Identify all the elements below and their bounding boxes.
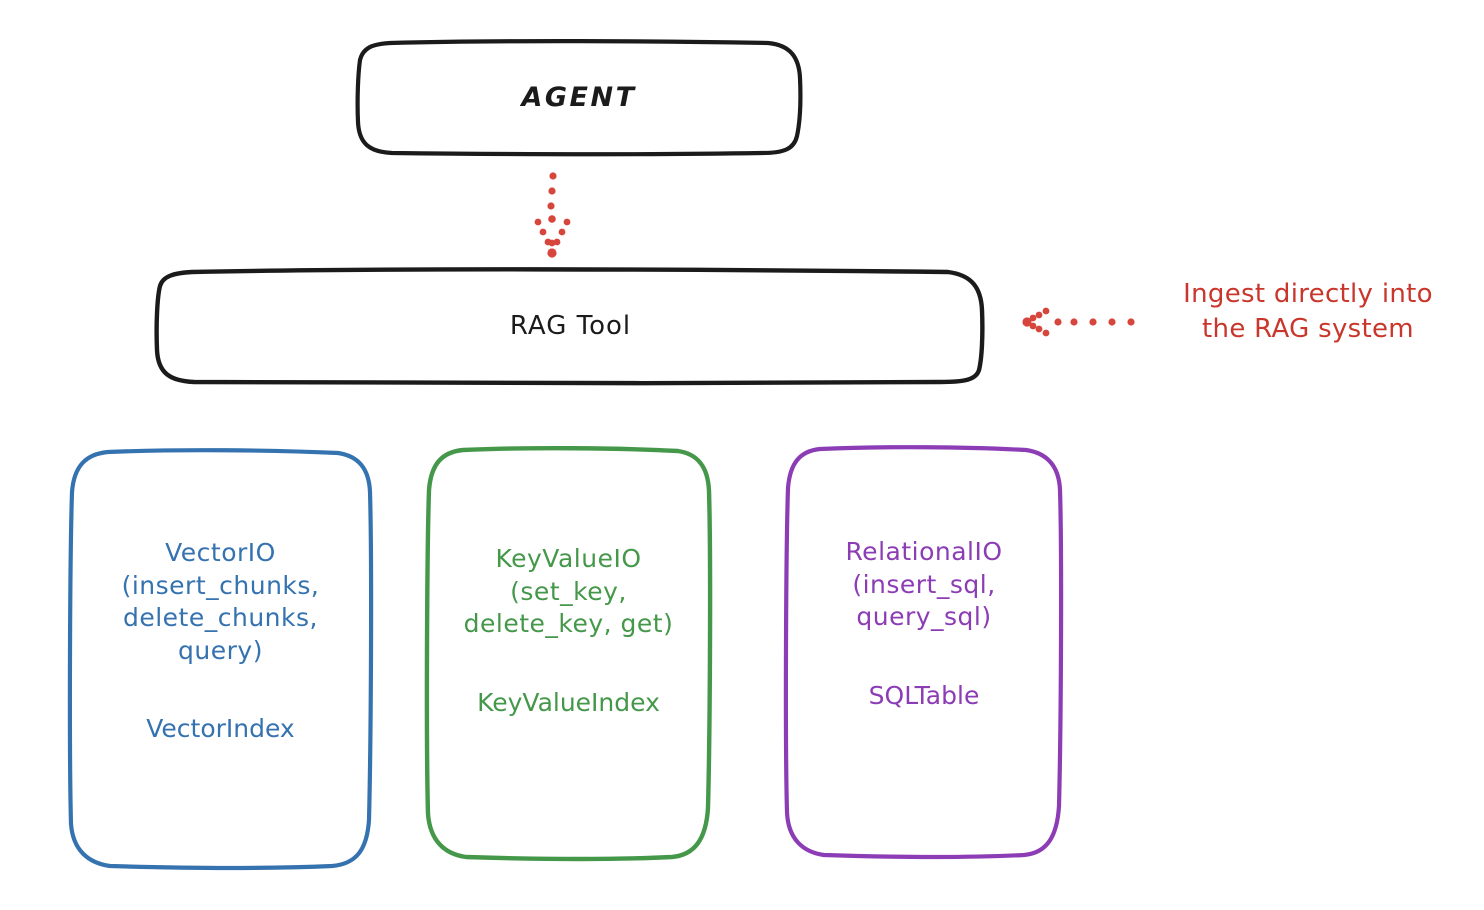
vector-io-node-label: VectorIO (insert_chunks, delete_chunks, … xyxy=(121,538,320,665)
key-value-io-node-content: KeyValueIO (set_key, delete_key, get) Ke… xyxy=(464,543,674,719)
agent-node-label: AGENT xyxy=(521,81,637,113)
vector-io-node-content: VectorIO (insert_chunks, delete_chunks, … xyxy=(122,537,320,746)
key-value-io-box-outline xyxy=(424,445,713,862)
vector-io-node[interactable]: VectorIO (insert_chunks, delete_chunks, … xyxy=(70,450,371,869)
key-value-io-node[interactable]: KeyValueIO (set_key, delete_key, get) Ke… xyxy=(427,448,710,858)
rag-tool-box-outline xyxy=(154,267,985,386)
edge-agent-to-rag-tool xyxy=(534,172,571,258)
relational-io-node-content: RelationalIO (insert_sql, query_sql) SQL… xyxy=(845,536,1002,712)
relational-io-box-outline xyxy=(783,445,1064,859)
relational-io-node-sublabel: SQLTable xyxy=(868,680,980,710)
key-value-io-node-label: KeyValueIO (set_key, delete_key, get) xyxy=(463,544,674,638)
agent-box-outline xyxy=(355,39,803,157)
vector-io-node-sublabel: VectorIndex xyxy=(146,714,295,744)
relational-io-node[interactable]: RelationalIO (insert_sql, query_sql) SQL… xyxy=(786,447,1062,857)
edge-ingest-annotation-to-rag-tool xyxy=(1022,307,1135,337)
relational-io-node-label: RelationalIO (insert_sql, query_sql) xyxy=(845,537,1003,631)
vector-io-box-outline xyxy=(67,448,374,870)
rag-tool-node[interactable]: RAG Tool xyxy=(157,270,984,383)
agent-node[interactable]: AGENT xyxy=(357,42,801,154)
rag-tool-node-label: RAG Tool xyxy=(509,310,632,341)
key-value-io-node-sublabel: KeyValueIndex xyxy=(477,687,660,717)
ingest-annotation-label: Ingest directly into the RAG system xyxy=(1183,279,1433,344)
